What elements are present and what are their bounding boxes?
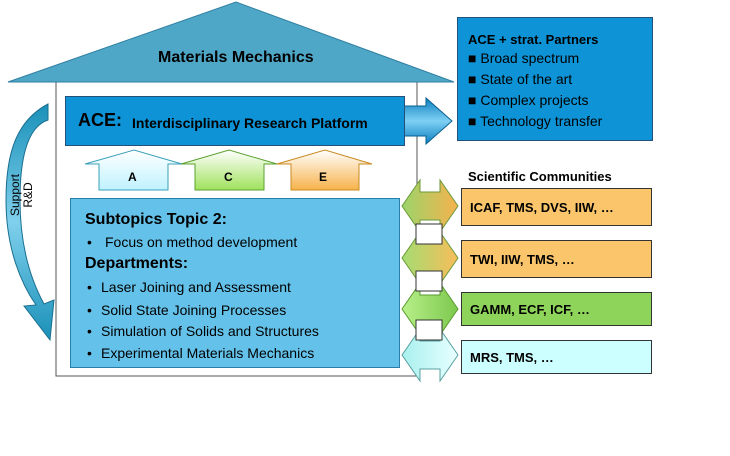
arrow-up-a-label: A [128, 170, 137, 184]
community-text-4: MRS, TMS, … [470, 350, 554, 365]
partners-bullet-2: ■ [468, 71, 477, 87]
partners-item-1: ■ Broad spectrum [468, 50, 579, 66]
ace-box: ACE: Interdisciplinary Research Platform [65, 96, 405, 146]
spacer-box-1 [415, 223, 443, 245]
focus-item: Focus on method development [105, 234, 298, 250]
partners-title: ACE + strat. Partners [468, 32, 599, 47]
subtopics-heading: Subtopics Topic 2: [85, 211, 227, 228]
community-box-4: MRS, TMS, … [461, 340, 652, 374]
arrow-up-c-label: C [224, 170, 233, 184]
partners-bullet-3: ■ [468, 92, 477, 108]
department-item-2: Solid State Joining Processes [101, 302, 287, 318]
partners-item-3: ■ Complex projects [468, 92, 589, 108]
partners-item-2-text: State of the art [480, 71, 573, 87]
partners-item-2: ■ State of the art [468, 71, 572, 87]
focus-bullet: • [87, 234, 92, 250]
partners-bullet-1: ■ [468, 50, 477, 66]
ace-arrow [401, 96, 453, 146]
partners-item-3-text: Complex projects [480, 92, 589, 108]
support-arrow [5, 103, 55, 342]
ace-prefix: ACE: [78, 110, 122, 130]
support-line-2: R&D [21, 182, 35, 208]
partners-item-4: ■ Technology transfer [468, 113, 602, 129]
ace-label: Interdisciplinary Research Platform [132, 115, 368, 131]
partners-item-1-text: Broad spectrum [480, 50, 580, 66]
arrow-up-a [84, 149, 183, 191]
spacer-box-2 [415, 270, 443, 292]
community-text-1: ICAF, TMS, DVS, IIW, … [470, 200, 614, 215]
spacer-box-3 [415, 319, 443, 341]
arrow-up-e [276, 149, 373, 191]
community-box-3: GAMM, ECF, ICF, … [461, 292, 652, 326]
partners-item-4-text: Technology transfer [480, 113, 603, 129]
partners-bullet-4: ■ [468, 113, 477, 129]
communities-title: Scientific Communities [468, 169, 612, 184]
department-bullet-1: • [87, 279, 92, 295]
department-item-1: Laser Joining and Assessment [101, 279, 291, 295]
department-item-3: Simulation of Solids and Structures [101, 323, 319, 339]
partners-box: ACE + strat. Partners ■ Broad spectrum ■… [457, 17, 653, 141]
arrow-up-e-label: E [319, 170, 328, 184]
community-text-2: TWI, IIW, TMS, … [470, 252, 575, 267]
departments-heading: Departments: [85, 255, 189, 272]
house-roof [7, 1, 455, 83]
community-text-3: GAMM, ECF, ICF, … [470, 302, 590, 317]
support-label: Support R&D [8, 165, 35, 225]
department-bullet-2: • [87, 302, 92, 318]
community-box-1: ICAF, TMS, DVS, IIW, … [461, 188, 652, 226]
roof-title: Materials Mechanics [158, 49, 314, 66]
subtopics-box: Subtopics Topic 2: • Focus on method dev… [70, 198, 400, 368]
department-bullet-3: • [87, 323, 92, 339]
department-bullet-4: • [87, 345, 92, 361]
community-box-2: TWI, IIW, TMS, … [461, 240, 652, 278]
department-item-4: Experimental Materials Mechanics [101, 345, 315, 361]
arrow-up-c [180, 149, 278, 191]
